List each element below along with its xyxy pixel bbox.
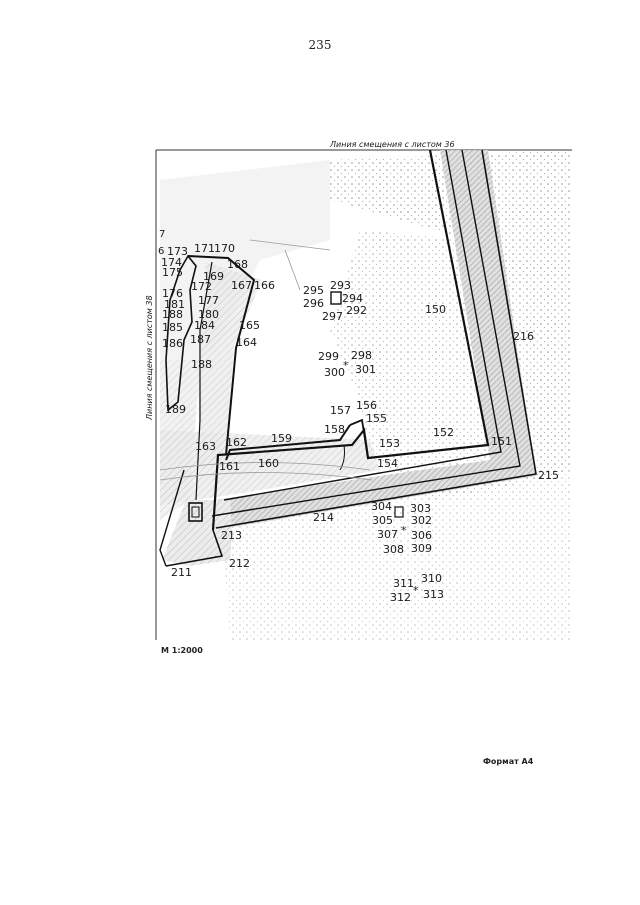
point-label: 161 (219, 460, 240, 473)
point-label: 305 (372, 514, 393, 527)
point-label: 299 (318, 350, 339, 363)
point-label: 309 (411, 542, 432, 555)
point-label: 307 (377, 528, 398, 541)
left-caption: Линия смещения с листом 38 (145, 295, 154, 421)
point-label: 294 (342, 292, 363, 305)
point-marker: * (343, 359, 349, 372)
point-label: 297 (322, 310, 343, 323)
point-label: 180 (198, 308, 219, 321)
point-label: 173 (167, 245, 188, 258)
page-number: 235 (308, 38, 332, 52)
format-label: Формат А4 (483, 757, 534, 766)
point-label: 159 (271, 432, 292, 445)
point-label: 153 (379, 437, 400, 450)
point-marker: * (413, 584, 419, 597)
point-label: 310 (421, 572, 442, 585)
point-label: 168 (227, 258, 248, 271)
point-label: 186 (162, 337, 183, 350)
top-caption: Линия смещения с листом 36 (329, 140, 455, 149)
point-label: 172 (191, 280, 212, 293)
point-label: 151 (491, 435, 512, 448)
point-label: 306 (411, 529, 432, 542)
point-label: 213 (221, 529, 242, 542)
point-label: 165 (239, 319, 260, 332)
point-label: 311 (393, 577, 414, 590)
point-label: 155 (366, 412, 387, 425)
point-label: 187 (190, 333, 211, 346)
point-label: 214 (313, 511, 334, 524)
point-label: 154 (377, 457, 398, 470)
point-label: 175 (162, 266, 183, 279)
point-label: 6 (158, 246, 164, 257)
point-label: 164 (236, 336, 257, 349)
point-label: 181 (164, 298, 185, 311)
point-label: 296 (303, 297, 324, 310)
point-label: 188 (162, 308, 183, 321)
parcel-left (165, 254, 256, 522)
point-label: 313 (423, 588, 444, 601)
parcel-inner (225, 291, 404, 518)
point-label: 163 (195, 440, 216, 453)
point-label: 157 (330, 404, 351, 417)
point-label: 167 (231, 279, 252, 292)
point-label: 185 (162, 321, 183, 334)
point-label: 166 (254, 279, 275, 292)
point-label: 302 (411, 514, 432, 527)
point-label: 171 (194, 242, 215, 255)
point-labels: 7 6 173 171 170 174 175 168 169 172 167 … (158, 229, 559, 604)
point-label: 156 (356, 399, 377, 412)
point-label: 292 (346, 304, 367, 317)
point-label: 188 (191, 358, 212, 371)
point-label: 189 (165, 403, 186, 416)
point-label: 304 (371, 500, 392, 513)
map-frame (155, 149, 572, 640)
point-label: 211 (171, 566, 192, 579)
point-label: 298 (351, 349, 372, 362)
scale-label: М 1:2000 (161, 646, 203, 655)
point-label: 300 (324, 366, 345, 379)
point-label: 152 (433, 426, 454, 439)
point-label: 301 (355, 363, 376, 376)
point-label: 174 (161, 256, 182, 269)
point-label: 162 (226, 436, 247, 449)
point-label: 216 (513, 330, 534, 343)
point-label: 7 (159, 229, 165, 240)
point-label: 170 (214, 242, 235, 255)
point-label: 184 (194, 319, 215, 332)
point-label: 160 (258, 457, 279, 470)
point-label: 312 (390, 591, 411, 604)
point-label: 212 (229, 557, 250, 570)
point-label: 169 (203, 270, 224, 283)
point-marker: * (401, 524, 407, 537)
road-contours (159, 239, 373, 481)
point-label: 295 (303, 284, 324, 297)
point-label: 176 (162, 287, 183, 300)
point-label: 303 (410, 502, 431, 515)
point-label: 177 (198, 294, 219, 307)
point-label: 150 (425, 303, 446, 316)
point-label: 308 (383, 543, 404, 556)
boundary-lines (159, 149, 537, 567)
point-label: 215 (538, 469, 559, 482)
point-label: 293 (330, 279, 351, 292)
point-label: 158 (324, 423, 345, 436)
